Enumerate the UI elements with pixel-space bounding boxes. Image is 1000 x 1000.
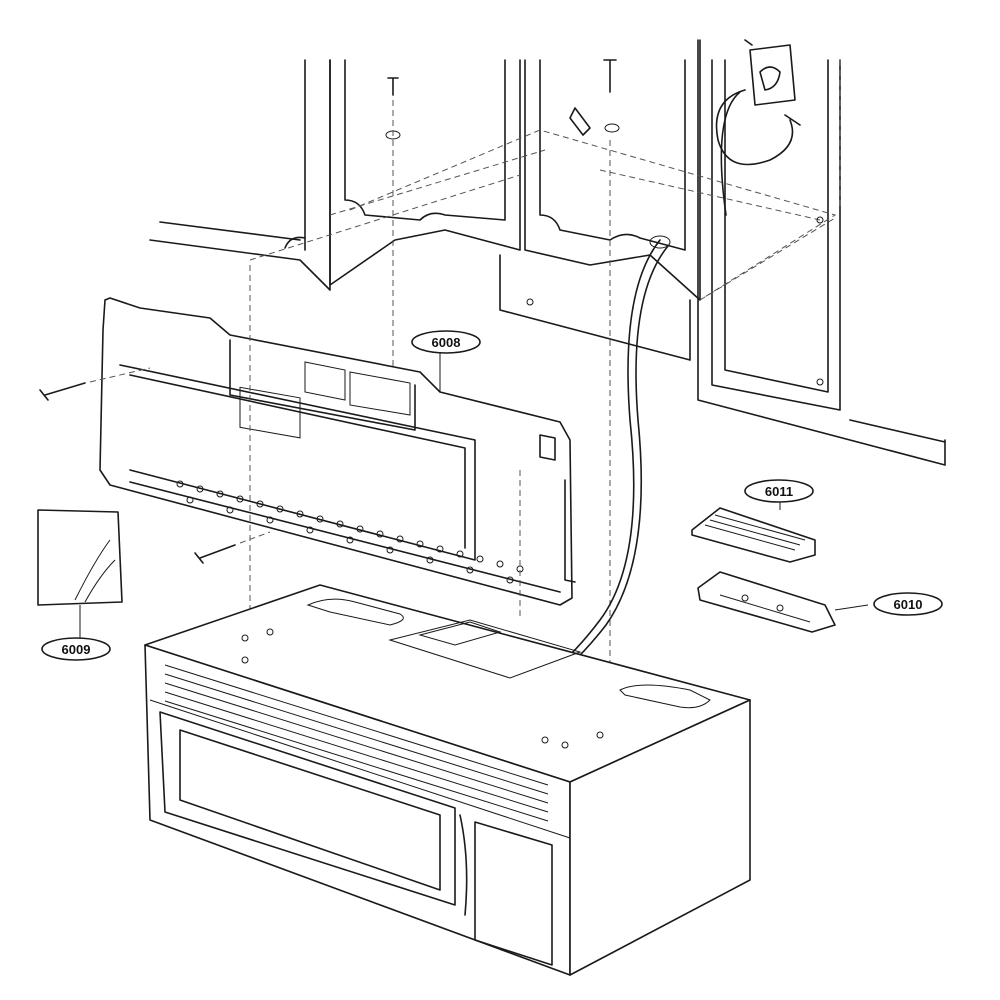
- callout-6009: 6009: [41, 637, 111, 661]
- callout-6011: 6011: [744, 479, 814, 503]
- exhaust-damper: [697, 571, 869, 633]
- callout-6008-label: 6008: [432, 335, 461, 350]
- callout-6009-label: 6009: [62, 642, 91, 657]
- template-bag: [37, 509, 123, 640]
- microwave-oven: [144, 584, 751, 976]
- power-outlet: [715, 39, 801, 216]
- power-cord: [534, 235, 671, 691]
- callout-6010-label: 6010: [894, 597, 923, 612]
- callout-6011-label: 6011: [765, 484, 793, 499]
- callout-6008: 6008: [411, 330, 481, 392]
- vent-grille: [149, 664, 571, 839]
- upper-cabinets: [149, 39, 946, 466]
- wall-screws: [39, 367, 271, 564]
- mounting-plate: [99, 265, 576, 640]
- charcoal-filter: [691, 500, 816, 563]
- mounting-plate-holes: [176, 480, 524, 584]
- callout-6010: 6010: [873, 592, 943, 616]
